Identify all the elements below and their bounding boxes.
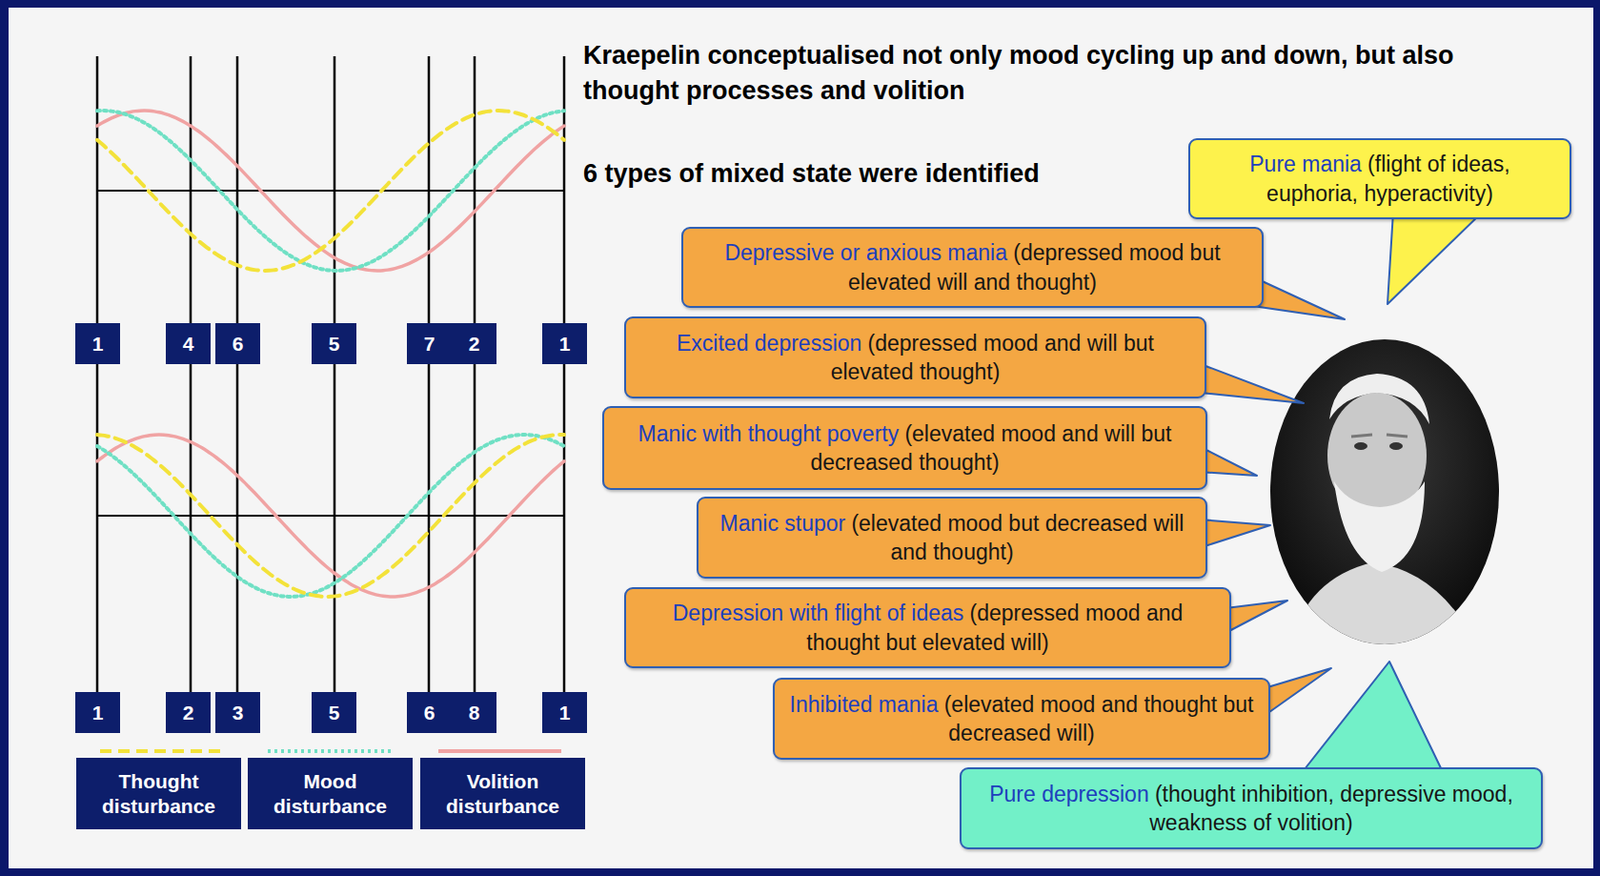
vertical-axis-line — [563, 56, 567, 710]
callout-tail — [1198, 445, 1257, 476]
state-name: Pure mania — [1249, 151, 1362, 177]
state-description: (elevated mood and thought but decreased… — [944, 691, 1255, 746]
mixed-state-callout: Manic stupor(elevated mood but decreased… — [696, 496, 1208, 579]
cycle-curve — [97, 110, 565, 271]
portrait-hair — [1329, 373, 1430, 425]
portrait-shirt — [1286, 562, 1487, 668]
mixed-state-callout: Excited depression(depressed mood and wi… — [624, 316, 1207, 399]
portrait-beard — [1334, 481, 1425, 572]
cycle-curve — [97, 434, 565, 597]
callout-number: 6 — [406, 691, 452, 733]
callout-number: 1 — [75, 323, 121, 365]
legend-label: Mood disturbance — [255, 769, 406, 817]
callout-text: Depressive or anxious mania(depressed mo… — [696, 238, 1249, 297]
mixed-state-callout: Depressive or anxious mania(depressed mo… — [681, 226, 1264, 308]
callout-number: 6 — [215, 323, 261, 365]
callout-text: Manic with thought poverty(elevated mood… — [617, 419, 1193, 478]
vertical-axis-line — [236, 56, 240, 710]
legend-sample-line — [438, 749, 562, 753]
state-name: Depressive or anxious mania — [724, 240, 1008, 265]
vertical-axis-line — [189, 56, 193, 710]
state-name: Depression with flight of ideas — [672, 600, 965, 626]
portrait-brow — [1351, 434, 1408, 437]
callout-number: 3 — [215, 691, 261, 733]
portrait-eye — [1389, 442, 1403, 450]
pure-state-callout: Pure depression(thought inhibition, depr… — [959, 767, 1543, 850]
callout-tail — [1387, 211, 1483, 304]
state-name: Manic with thought poverty — [638, 421, 900, 446]
state-description: (depressed mood and will but elevated th… — [830, 330, 1155, 385]
cycle-curve — [97, 110, 565, 271]
callout-text: Manic stupor(elevated mood but decreased… — [711, 508, 1193, 568]
cycle-curve — [97, 434, 565, 597]
callout-number: 7 — [406, 323, 452, 365]
legend-sample-line — [100, 749, 223, 753]
mixed-state-callout: Inhibited mania(elevated mood and though… — [772, 677, 1271, 760]
legend-label: Volition disturbance — [427, 769, 578, 817]
mixed-state-callout: Depression with flight of ideas(depresse… — [624, 587, 1232, 669]
portrait — [1270, 339, 1499, 668]
legend-entry: Mood disturbance — [247, 757, 413, 830]
state-name: Inhibited mania — [789, 691, 939, 717]
callout-number: 2 — [165, 691, 211, 733]
callout-tail — [1198, 519, 1271, 548]
vertical-axis-line — [427, 56, 431, 710]
state-name: Pure depression — [989, 781, 1150, 807]
cycle-curve — [97, 434, 565, 597]
callout-text: Excited depression(depressed mood and wi… — [639, 328, 1192, 387]
legend-entry: Volition disturbance — [420, 757, 586, 830]
callout-number: 1 — [542, 691, 588, 733]
callout-number: 1 — [75, 691, 121, 733]
callout-number: 1 — [542, 323, 588, 365]
subtitle: 6 types of mixed state were identified — [583, 159, 1040, 189]
vertical-axis-line — [96, 56, 100, 710]
vertical-axis-line — [473, 56, 477, 710]
callout-text: Pure mania(flight of ideas, euphoria, hy… — [1203, 149, 1557, 208]
legend-entry: Thought disturbance — [76, 757, 242, 830]
state-description: (elevated mood but decreased will and th… — [850, 510, 1184, 565]
legend-label: Thought disturbance — [83, 769, 234, 817]
callout-tail — [1300, 661, 1444, 774]
baseline — [97, 514, 565, 517]
callout-number: 2 — [451, 323, 497, 365]
state-name: Manic stupor — [720, 510, 847, 536]
title: Kraepelin conceptualised not only mood c… — [583, 38, 1479, 110]
mixed-state-callout: Manic with thought poverty(elevated mood… — [602, 405, 1208, 490]
vertical-axis-line — [333, 56, 337, 710]
callout-number: 4 — [165, 323, 211, 365]
callout-text: Depression with flight of ideas(depresse… — [639, 598, 1216, 657]
pure-state-callout: Pure mania(flight of ideas, euphoria, hy… — [1188, 138, 1572, 220]
legend-sample-line — [267, 749, 391, 753]
callout-text: Pure depression(thought inhibition, depr… — [974, 779, 1528, 838]
state-name: Excited depression — [676, 330, 862, 356]
callout-number: 8 — [451, 691, 497, 733]
callout-number: 5 — [311, 323, 357, 365]
cycle-curve — [97, 110, 565, 271]
state-description: (thought inhibition, depressive mood, we… — [1149, 781, 1514, 835]
callout-number: 5 — [311, 691, 357, 733]
callout-text: Inhibited mania(elevated mood and though… — [788, 689, 1256, 749]
portrait-eye — [1354, 442, 1368, 450]
